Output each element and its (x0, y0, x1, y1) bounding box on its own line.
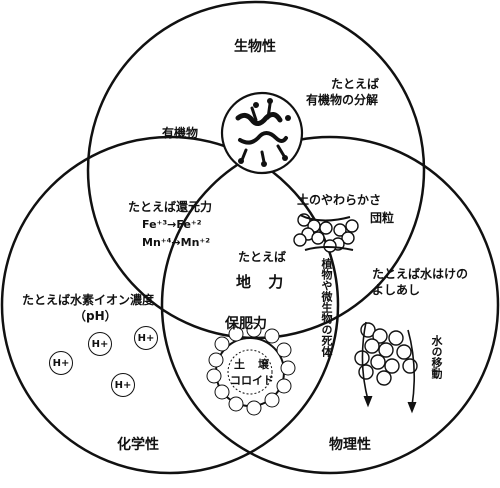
soil-aggregate-illustration (293, 213, 359, 253)
colloid-illustration (206, 322, 296, 416)
hydrogen-ion-icon: H+ (88, 332, 112, 356)
reducing-power-label: たとえば還元力 (128, 200, 213, 214)
chemical-title: 化学性 (117, 437, 159, 453)
mn-reaction: Mn⁺⁴→Mn⁺² (142, 236, 211, 249)
hydrogen-ion-icon: H+ (49, 351, 73, 375)
hydrogen-ion-icon: H+ (111, 373, 135, 397)
soil-fertility-label: 地 力 (236, 273, 290, 291)
center-example: たとえば (238, 250, 287, 264)
hydrogen-ion-line1: たとえば水素イオン濃度 (22, 293, 155, 307)
colloid-soil-char: 土 (234, 358, 245, 371)
colloid-salt-char: 壌 (258, 358, 269, 371)
softness-label: 土のやわらかさ (297, 193, 382, 207)
drainage-illustration (354, 321, 418, 414)
hydrogen-ion-line2: （pH） (74, 309, 117, 323)
drainage-line2: よしあし (372, 283, 421, 297)
fertilizer-retention-label: 保肥力 (225, 316, 267, 332)
fe-reaction: Fe⁺³→Fe⁺² (142, 218, 202, 231)
physical-circle (160, 135, 500, 475)
organic-matter-illustration (220, 91, 304, 175)
physical-title: 物理性 (329, 437, 371, 453)
drainage-line1: たとえば水はけの (372, 267, 469, 281)
water-movement-label: 水の移動 (430, 335, 443, 379)
organic-matter-label: 有機物 (162, 126, 199, 140)
aggregate-label: 団粒 (370, 211, 395, 225)
bio-example-line1: たとえば (331, 77, 380, 91)
biological-title: 生物性 (234, 39, 276, 55)
bio-example-line2: 有機物の分解 (306, 93, 379, 107)
chemical-circle (0, 135, 340, 475)
colloid-word: コロイド (230, 374, 274, 387)
organism-remains-label: 植物や微生物の死体 (320, 258, 333, 357)
hydrogen-ion-icon: H+ (134, 326, 158, 350)
